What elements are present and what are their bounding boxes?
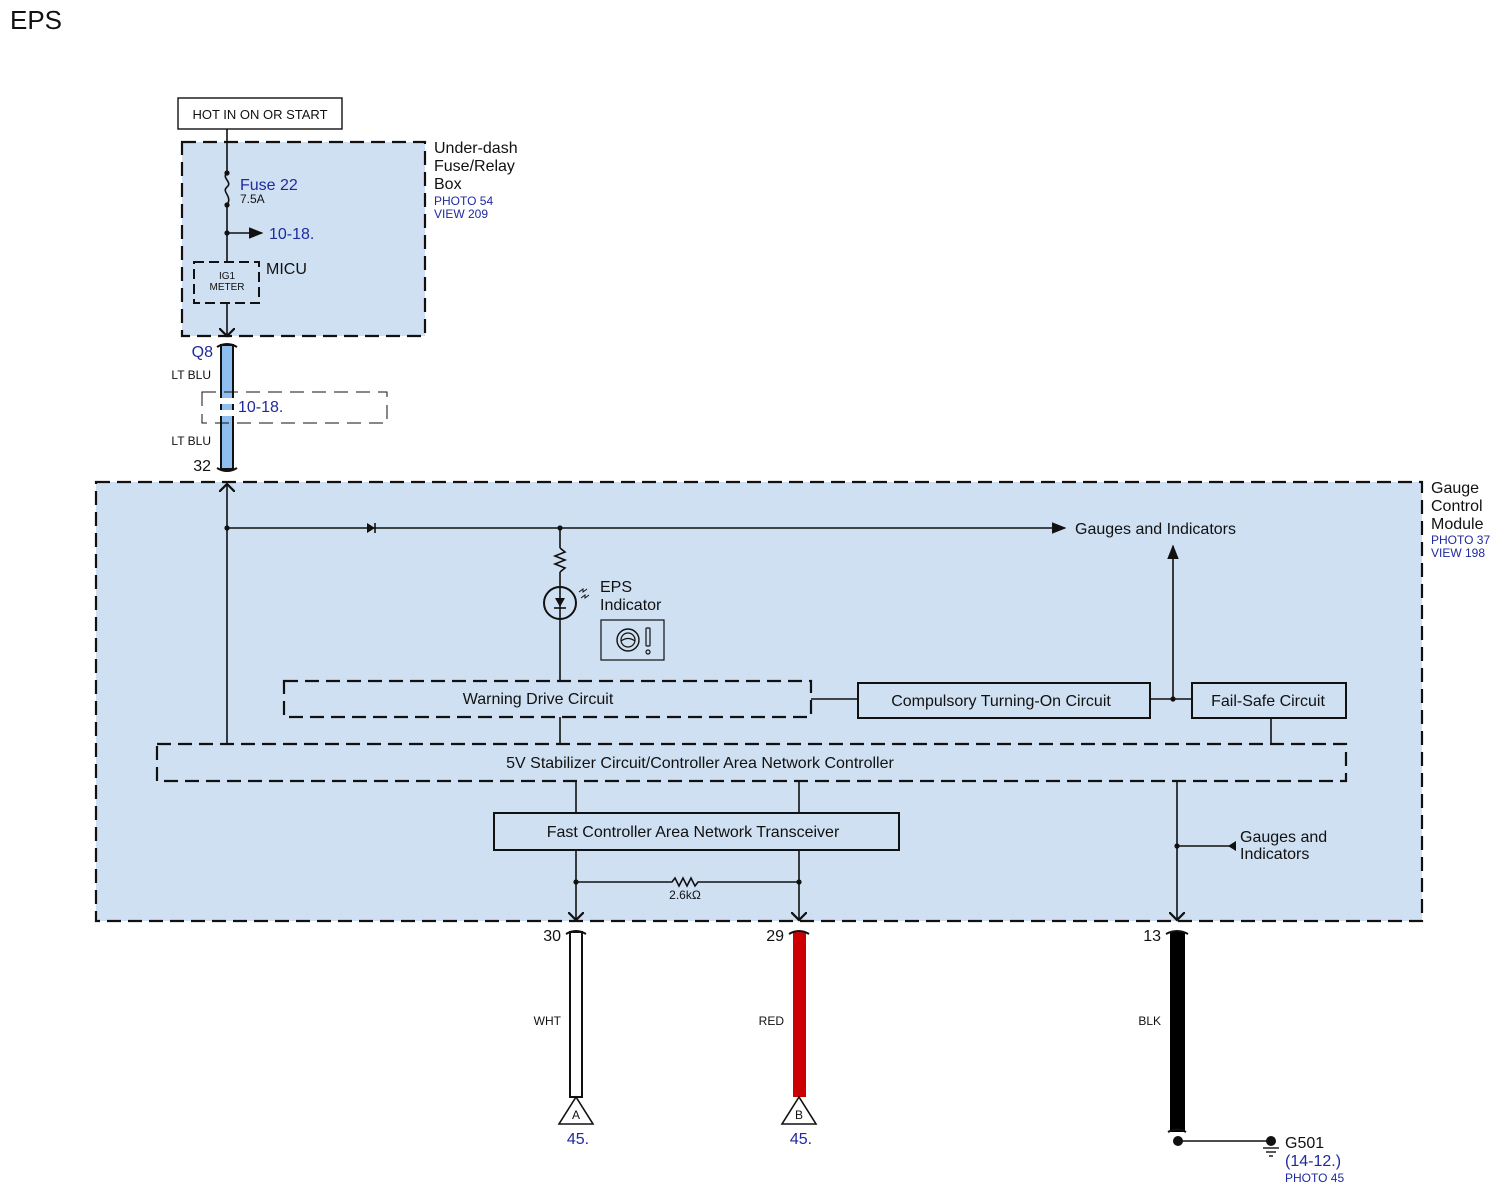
stabilizer-can-controller (155, 742, 1348, 783)
gauges-indicators-top: Gauges and Indicators (1075, 521, 1236, 538)
pin-q8: Q8 (192, 344, 213, 361)
fuse-box-name-3: Box (434, 176, 462, 193)
fuse-box-view-ref: VIEW 209 (434, 207, 488, 221)
fail-safe-circuit (1191, 682, 1347, 719)
gauges-indicators-right-2: Indicators (1240, 846, 1309, 863)
pin-13: 13 (1143, 928, 1161, 945)
module-name-2: Control (1431, 498, 1483, 515)
warning-drive-circuit (282, 679, 813, 719)
connector-b-ref-link[interactable]: 45. (790, 1131, 812, 1148)
branch-ref-link[interactable]: 10-18. (269, 226, 314, 243)
eps-indicator-label-1: EPS (600, 579, 632, 596)
micu-box-line2: METER (210, 282, 245, 293)
fuse-icon (224, 172, 230, 206)
pin-32: 32 (193, 458, 211, 475)
lt-blu-wire: Q8 LT BLU 10-18. LT BLU 32 (171, 343, 388, 475)
connector-a-ref-link[interactable]: 45. (567, 1131, 589, 1148)
micu-box-line1: IG1 (219, 271, 236, 282)
fuse-box-name-2: Fuse/Relay (434, 158, 515, 175)
ground-name: G501 (1285, 1135, 1324, 1152)
fail-safe-label: Fail-Safe Circuit (1211, 693, 1325, 710)
eps-warning-symbol-icon (600, 619, 665, 661)
connector-a-label: A (572, 1108, 580, 1122)
resistor-value: 2.6kΩ (669, 888, 701, 902)
eps-indicator-led-icon (543, 586, 590, 620)
module-photo-ref: PHOTO 37 (1431, 533, 1490, 547)
wire-color-blk: BLK (1138, 1014, 1161, 1028)
connector-b-icon (780, 1095, 818, 1125)
output-wire-red: 29 RED B 45. (759, 928, 818, 1148)
wire-color-bottom: LT BLU (171, 434, 211, 448)
transceiver-label: Fast Controller Area Network Transceiver (547, 824, 840, 841)
gauge-control-module: Gauge Control Module PHOTO 37 VIEW 198 G… (94, 480, 1490, 923)
micu-label: MICU (266, 261, 307, 278)
compulsory-turning-on-circuit (857, 682, 1151, 719)
module-view-ref: VIEW 198 (1431, 546, 1485, 560)
output-wire-blk: 13 BLK G501 (14-12.) PHOTO 45 (1138, 928, 1344, 1185)
warning-drive-label: Warning Drive Circuit (463, 691, 614, 708)
fuse-box-photo-ref: PHOTO 54 (434, 194, 493, 208)
power-source-label: HOT IN ON OR START (192, 107, 327, 122)
wire-color-top: LT BLU (171, 368, 211, 382)
pin-30: 30 (543, 928, 561, 945)
connector-a-icon (557, 1095, 595, 1125)
ground-photo-ref: PHOTO 45 (1285, 1171, 1344, 1185)
module-name-1: Gauge (1431, 480, 1479, 497)
power-source-box: HOT IN ON OR START (177, 97, 343, 130)
eps-indicator-label-2: Indicator (600, 597, 662, 614)
splice-ref-link[interactable]: 10-18. (238, 399, 283, 416)
wire-color-red: RED (759, 1014, 785, 1028)
ground-icon (1263, 1136, 1279, 1157)
module-name-3: Module (1431, 516, 1484, 533)
fuse-box-name-1: Under-dash (434, 140, 518, 157)
page-title: EPS (10, 5, 62, 35)
resistor-icon (552, 547, 568, 573)
pin-29: 29 (766, 928, 784, 945)
diode-icon (367, 523, 375, 533)
fuse-relay-box: Under-dash Fuse/Relay Box PHOTO 54 VIEW … (180, 129, 518, 336)
termination-resistor-icon (576, 876, 799, 888)
ground-ref-link[interactable]: (14-12.) (1285, 1153, 1341, 1170)
compulsory-label: Compulsory Turning-On Circuit (891, 693, 1111, 710)
wire-color-wht: WHT (534, 1014, 562, 1028)
connector-b-label: B (795, 1108, 803, 1122)
output-wire-wht: 30 WHT A 45. (534, 928, 595, 1148)
stabilizer-label: 5V Stabilizer Circuit/Controller Area Ne… (506, 755, 894, 772)
can-transceiver (493, 812, 900, 851)
fuse-rating: 7.5A (240, 192, 265, 206)
gauges-indicators-right-1: Gauges and (1240, 829, 1327, 846)
fuse-name: Fuse 22 (240, 177, 298, 194)
